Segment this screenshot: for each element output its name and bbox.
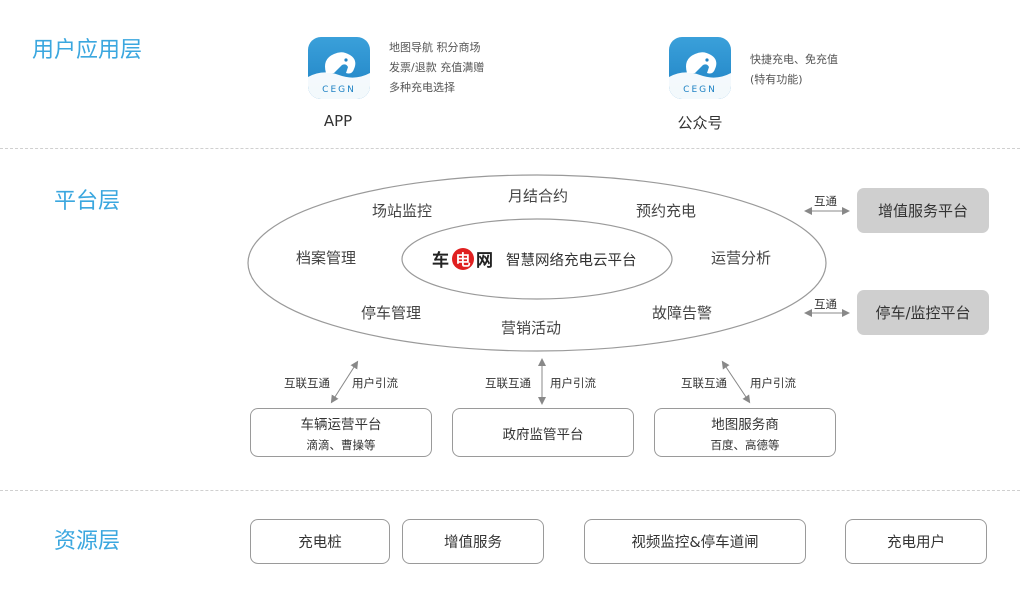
connection-label-gov-left: 互联互通 <box>485 376 531 390</box>
connection-label-map-right: 用户引流 <box>750 376 796 390</box>
partner-map-title: 地图服务商 <box>711 416 779 433</box>
ring-item-monthly-contract: 月结合约 <box>508 187 568 205</box>
value-added-platform: 增值服务平台 <box>857 188 989 233</box>
partner-vehicle-title: 车辆运营平台 <box>300 416 382 433</box>
connection-label-map-left: 互联互通 <box>681 376 727 390</box>
brand-char-mid: 电 <box>455 251 470 269</box>
parking-monitor-platform: 停车/监控平台 <box>857 290 989 335</box>
brand-char-right: 网 <box>476 251 493 271</box>
layer-title-user: 用户应用层 <box>32 38 143 63</box>
partner-vehicle-platform: 车辆运营平台 滴滴、曹操等 <box>250 408 432 457</box>
brand-char-left: 车 <box>432 250 449 271</box>
app-feature-3: 多种充电选择 <box>389 81 455 94</box>
partner-government-title: 政府监管平台 <box>502 426 584 443</box>
wechat-feature-2: (特有功能) <box>750 73 803 86</box>
resource-value-added-service: 增值服务 <box>402 519 544 564</box>
ring-item-reservation: 预约充电 <box>636 202 696 220</box>
ring-item-station-monitor: 场站监控 <box>372 202 432 220</box>
svg-text:CEGN: CEGN <box>683 85 717 95</box>
partner-government-platform: 政府监管平台 <box>452 408 634 457</box>
partner-map-sub: 百度、高德等 <box>710 437 780 452</box>
connection-label-gov-right: 用户引流 <box>550 376 596 390</box>
ring-item-fault-alarm: 故障告警 <box>652 304 712 322</box>
app-feature-list: 地图导航 积分商场 发票/退款 充值满赠 多种充电选择 <box>389 38 484 98</box>
connection-label-vehicle-right: 用户引流 <box>352 376 398 390</box>
outer-ring <box>247 174 827 352</box>
connection-label-vehicle-left: 互联互通 <box>284 376 330 390</box>
resource-charging-pile: 充电桩 <box>250 519 390 564</box>
ring-item-operation-analysis: 运营分析 <box>711 249 771 267</box>
divider-bottom <box>0 490 1020 491</box>
side-link-label-1: 互通 <box>814 194 837 208</box>
connector-vehicle <box>330 360 359 404</box>
partner-vehicle-sub: 滴滴、曹操等 <box>306 437 376 452</box>
brand-logo-icon <box>452 248 474 270</box>
ring-item-marketing: 营销活动 <box>501 319 561 337</box>
ring-item-parking: 停车管理 <box>361 304 421 322</box>
layer-title-resource: 资源层 <box>54 529 121 554</box>
side-link-label-2: 互通 <box>814 297 837 311</box>
core-platform-name: 智慧网络充电云平台 <box>506 252 637 269</box>
svg-text:CEGN: CEGN <box>322 85 356 95</box>
app-feature-1: 地图导航 积分商场 <box>389 41 481 54</box>
app-logo-icon: CEGN <box>308 37 370 99</box>
resource-video-parking-gate: 视频监控&停车道闸 <box>584 519 806 564</box>
partner-map-provider: 地图服务商 百度、高德等 <box>654 408 836 457</box>
app-label: APP <box>323 112 353 130</box>
wechat-feature-1: 快捷充电、免充值 <box>750 53 838 66</box>
wechat-feature-list: 快捷充电、免充值 (特有功能) <box>750 50 838 90</box>
resource-charging-user: 充电用户 <box>845 519 987 564</box>
ring-item-archive: 档案管理 <box>296 249 356 267</box>
wechat-label: 公众号 <box>677 114 723 132</box>
wechat-account-logo-icon: CEGN <box>669 37 731 99</box>
divider-top <box>0 148 1020 149</box>
app-feature-2: 发票/退款 充值满赠 <box>389 61 485 74</box>
inner-core <box>401 218 673 300</box>
layer-title-platform: 平台层 <box>54 189 121 214</box>
connector-map <box>721 360 751 404</box>
